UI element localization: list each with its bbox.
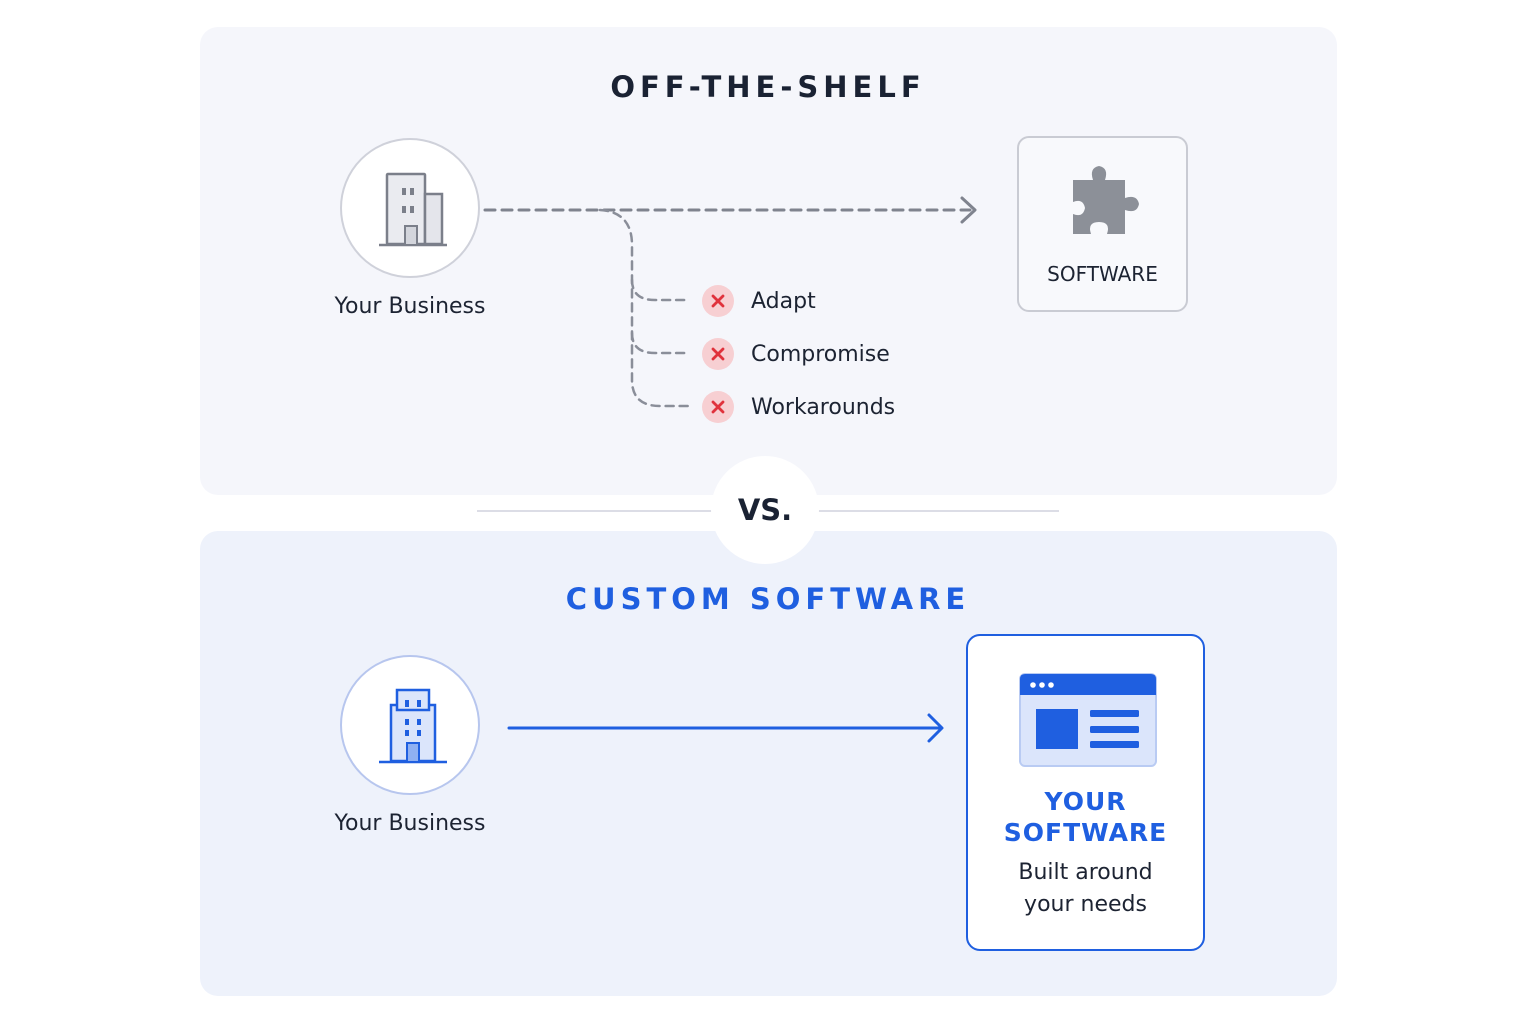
building-icon xyxy=(379,688,447,764)
business-node-bottom xyxy=(340,655,480,795)
your-software-subtitle-line2: your needs xyxy=(1024,892,1147,917)
your-software-title-line2: SOFTWARE xyxy=(1003,818,1168,847)
divider-line-left xyxy=(477,510,722,512)
your-software-subtitle: Built around your needs xyxy=(968,857,1203,921)
generic-software-box: SOFTWARE xyxy=(1017,136,1188,312)
outcome-adapt: Adapt xyxy=(702,285,816,317)
software-label: SOFTWARE xyxy=(1047,262,1158,286)
puzzle-piece-icon xyxy=(1073,166,1139,234)
business-label-top: Your Business xyxy=(334,294,486,319)
custom-software-title: CUSTOM SOFTWARE xyxy=(565,582,971,616)
outcome-label: Adapt xyxy=(751,288,816,314)
business-label-bottom: Your Business xyxy=(334,811,486,836)
off-the-shelf-title: OFF-THE-SHELF xyxy=(610,70,926,104)
outcome-workarounds: Workarounds xyxy=(702,391,895,423)
your-software-title: YOUR SOFTWARE xyxy=(968,786,1203,848)
business-node-top xyxy=(340,138,480,278)
outcome-label: Workarounds xyxy=(751,394,896,420)
outcome-branches xyxy=(598,208,690,408)
x-icon xyxy=(702,338,734,370)
your-software-subtitle-line1: Built around xyxy=(1018,860,1153,885)
app-window-icon xyxy=(1019,673,1157,767)
outcome-compromise: Compromise xyxy=(702,338,890,370)
x-icon xyxy=(702,391,734,423)
solid-arrow-head xyxy=(927,713,944,743)
building-icon xyxy=(379,172,447,247)
outcome-label: Compromise xyxy=(751,341,890,367)
divider-line-right xyxy=(812,510,1059,512)
your-software-title-line1: YOUR xyxy=(1044,787,1127,816)
vs-badge: VS. xyxy=(711,456,819,564)
your-software-box: YOUR SOFTWARE Built around your needs xyxy=(966,634,1205,951)
dashed-arrow-head xyxy=(960,196,977,224)
x-icon xyxy=(702,285,734,317)
